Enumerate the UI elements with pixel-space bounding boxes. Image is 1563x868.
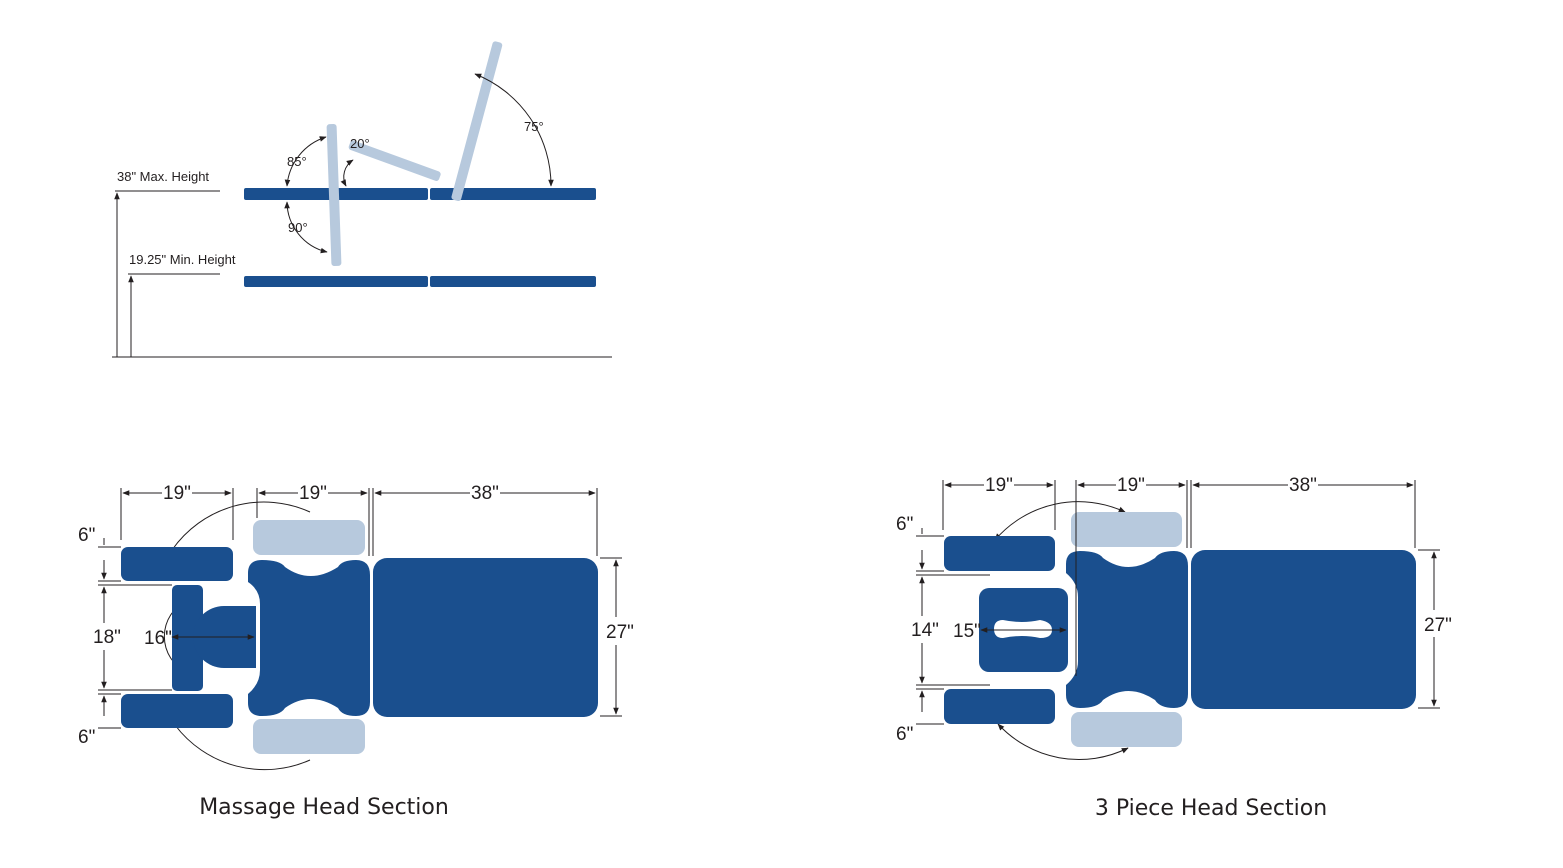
armrest-swing-arc-top bbox=[171, 501, 311, 551]
dim-width: 27" bbox=[606, 622, 634, 643]
head-pad-20deg-position bbox=[348, 140, 441, 181]
angle-90-arc bbox=[284, 201, 328, 254]
dim-head-length: 19" bbox=[985, 475, 1013, 496]
dim-arm-bottom: 6" bbox=[78, 727, 95, 748]
angle-85-label: 85° bbox=[287, 154, 307, 169]
side-view: 38" Max. Height 19.25" Min. Height 85° 2… bbox=[112, 41, 612, 358]
armrest-top bbox=[121, 547, 233, 581]
min-height-label: 19.25" Min. Height bbox=[129, 252, 236, 267]
armrest-bottom bbox=[944, 689, 1055, 724]
foot-section bbox=[1191, 550, 1416, 709]
angle-20-arc bbox=[340, 159, 354, 187]
three-piece-head-section: 19" 19" 38" 27" 6" 14" 6" 15" 3 Piece He… bbox=[896, 475, 1452, 821]
dim-face-gap: 14" bbox=[911, 620, 939, 641]
armrest-alt-top bbox=[253, 520, 365, 555]
three-piece-caption: 3 Piece Head Section bbox=[1095, 796, 1327, 821]
foot-pad-raised bbox=[430, 188, 596, 200]
face-cutout bbox=[994, 620, 1052, 638]
middle-section bbox=[1066, 551, 1188, 708]
foot-section bbox=[373, 558, 598, 717]
armrest-swing-arc-bottom bbox=[174, 724, 311, 771]
armrest-alt-bottom bbox=[1071, 712, 1182, 747]
middle-section bbox=[248, 560, 370, 716]
angle-75-arc bbox=[474, 73, 554, 187]
armrest-alt-bottom bbox=[253, 719, 365, 754]
dim-width: 27" bbox=[1424, 615, 1452, 636]
dim-foot-length: 38" bbox=[1289, 475, 1317, 496]
armrest-top bbox=[944, 536, 1055, 571]
dim-head-length: 19" bbox=[163, 483, 191, 504]
massage-head-section: 19" 19" 38" 27" 6" 18" 6" 16" Massage He… bbox=[78, 483, 634, 820]
dim-face-rest: 16" bbox=[144, 628, 172, 649]
angle-90-label: 90° bbox=[288, 220, 308, 235]
armrest-swing-arc-bottom bbox=[997, 723, 1129, 761]
angle-20-label: 20° bbox=[350, 136, 370, 151]
dim-arm-top: 6" bbox=[78, 525, 95, 546]
dim-arm-bottom: 6" bbox=[896, 724, 913, 745]
armrest-bottom bbox=[121, 694, 233, 728]
table-lowered bbox=[244, 276, 596, 287]
dim-foot-length: 38" bbox=[471, 483, 499, 504]
massage-caption: Massage Head Section bbox=[199, 795, 449, 820]
foot-pad-lowered bbox=[430, 276, 596, 287]
head-pad-lowered bbox=[244, 276, 428, 287]
dim-arm-top: 6" bbox=[896, 514, 913, 535]
dim-face-gap: 18" bbox=[93, 627, 121, 648]
dim-middle-length: 19" bbox=[299, 483, 327, 504]
armrest-alt-top bbox=[1071, 512, 1182, 547]
dim-face-rest: 15" bbox=[953, 621, 981, 642]
angle-85-arc bbox=[284, 136, 327, 187]
max-height-label: 38" Max. Height bbox=[117, 169, 209, 184]
angle-75-label: 75° bbox=[524, 119, 544, 134]
foot-pad-75deg-position bbox=[451, 41, 503, 202]
dim-middle-length: 19" bbox=[1117, 475, 1145, 496]
head-pad-rotated-position bbox=[326, 123, 342, 267]
